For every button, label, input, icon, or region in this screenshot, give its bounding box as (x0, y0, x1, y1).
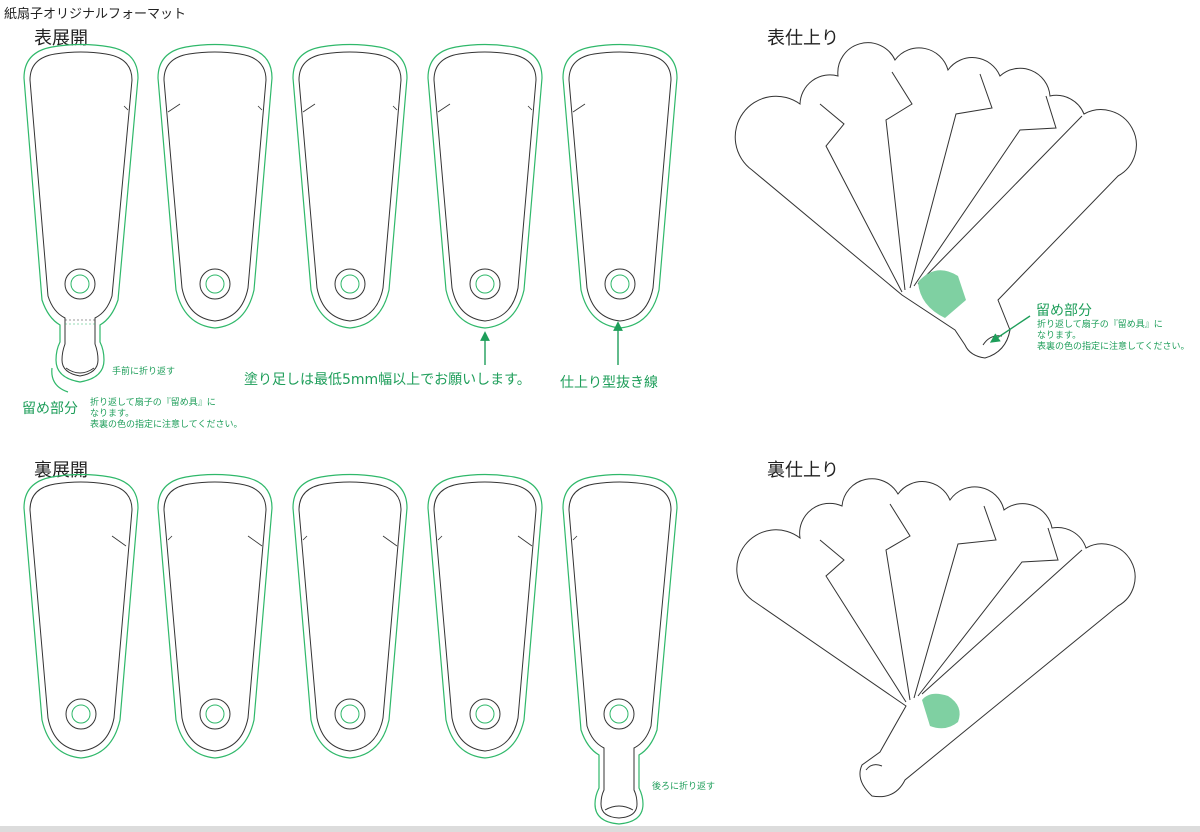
tome-label: 留め部分 (22, 401, 78, 417)
back-finish-fan (736, 478, 1136, 798)
tome-bracket (51, 367, 69, 393)
tome-arrow-right (989, 315, 1031, 343)
tome-note: 折り返して扇子の『留め具』に なります。 表裏の色の指定に注意してください。 (90, 398, 243, 430)
fold-back-annotation: 後ろに折り返す (652, 782, 716, 792)
tome-label-right: 留め部分 (1036, 303, 1092, 319)
bottom-scrollbar-track (0, 826, 1200, 832)
back-unfold-panels (23, 473, 678, 825)
section-title-front-finish: 表仕上り (767, 28, 839, 49)
back-panel-3 (292, 473, 408, 759)
back-panel-5 (562, 473, 678, 825)
back-panel-1 (23, 473, 139, 759)
front-panel-2 (157, 43, 273, 329)
front-panel-3 (292, 43, 408, 329)
back-panel-4 (427, 473, 543, 759)
section-title-front-unfold: 表展開 (34, 28, 88, 49)
section-title-back-unfold: 裏展開 (34, 460, 88, 481)
section-title-back-finish: 裏仕上り (767, 460, 839, 481)
front-panel-1 (23, 43, 139, 383)
tome-note-right: 折り返して扇子の『留め具』に なります。 表裏の色の指定に注意してください。 (1037, 320, 1190, 352)
document-title: 紙扇子オリジナルフォーマット (4, 7, 187, 22)
front-finish-fan (734, 42, 1137, 359)
cut-line-label: 仕上り型抜き線 (560, 375, 658, 391)
front-unfold-panels (23, 43, 678, 383)
omote-chip-bottom (922, 693, 960, 729)
front-panel-5 (562, 43, 678, 329)
fold-front-annotation: 手前に折り返す (112, 367, 176, 377)
omote-chip-top (918, 270, 966, 318)
front-panel-4 (427, 43, 543, 329)
bleed-note: 塗り足しは最低5mm幅以上でお願いします。 (244, 372, 531, 388)
back-panel-2 (157, 473, 273, 759)
